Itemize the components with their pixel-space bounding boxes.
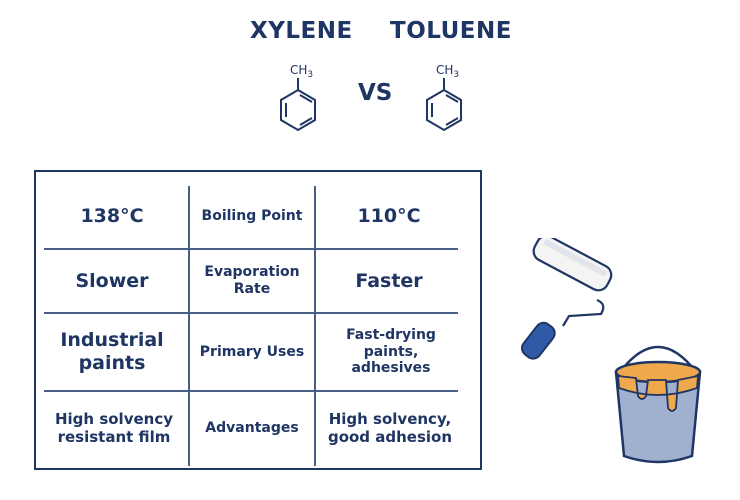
toluene-title: TOLUENE	[390, 18, 512, 44]
toluene-boiling-point: 110°C	[357, 204, 421, 227]
table-divider-vertical	[188, 186, 190, 466]
xylene-boiling-point: 138°C	[80, 204, 144, 227]
table-divider-horizontal	[44, 390, 458, 392]
xylene-molecule-icon: CH3	[280, 63, 316, 132]
attribute-advantages: Advantages	[205, 419, 299, 436]
table-divider-horizontal	[44, 312, 458, 314]
toluene-methyl-subscript: 3	[453, 70, 459, 80]
vs-label: VS	[358, 80, 393, 106]
paint-roller-icon	[520, 238, 613, 360]
xylene-methyl-label: CH	[290, 63, 307, 77]
attribute-boiling-point: Boiling Point	[201, 207, 303, 224]
xylene-methyl-subscript: 3	[307, 70, 313, 80]
toluene-evaporation-rate: Faster	[355, 269, 423, 292]
svg-text:CH3: CH3	[436, 63, 459, 80]
xylene-primary-uses: Industrial paints	[60, 329, 164, 374]
xylene-evaporation-rate: Slower	[75, 269, 149, 292]
toluene-advantages: High solvency, good adhesion	[327, 410, 453, 446]
toluene-molecule-icon: CH3	[426, 63, 462, 132]
toluene-primary-uses: Fast-drying paints, adhesives	[346, 326, 436, 377]
table-divider-horizontal	[44, 248, 458, 250]
svg-text:CH3: CH3	[290, 63, 313, 80]
attribute-primary-uses: Primary Uses	[199, 343, 305, 360]
comparison-table: 138°C Boiling Point 110°C Slower Evapora…	[34, 170, 482, 470]
attribute-evaporation-rate: Evaporation Rate	[204, 264, 300, 297]
xylene-title: XYLENE	[250, 18, 353, 44]
paint-bucket-icon	[614, 345, 702, 464]
table-divider-vertical	[314, 186, 316, 466]
toluene-methyl-label: CH	[436, 63, 453, 77]
xylene-advantages: High solvency resistant film	[54, 410, 173, 446]
